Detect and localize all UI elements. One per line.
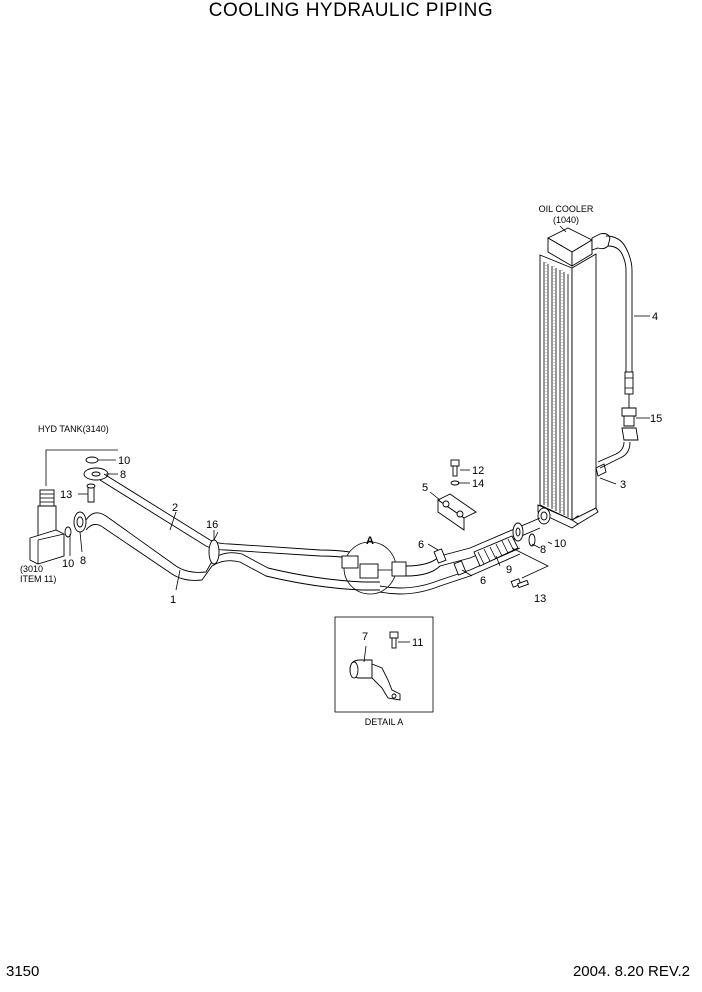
part-10c: 10 — [554, 538, 566, 550]
oil-cooler-label: OIL COOLER — [539, 204, 594, 214]
part-4: 4 — [652, 311, 658, 323]
ref-3010-line2: ITEM 11) — [20, 574, 56, 584]
part-15: 15 — [650, 413, 662, 425]
fitting-15 — [621, 394, 639, 441]
part-13a: 13 — [60, 489, 72, 501]
hose-4 — [605, 235, 634, 395]
part-8b: 8 — [80, 555, 86, 567]
hose-3 — [597, 441, 631, 469]
detail-a-region — [341, 541, 407, 595]
part-10a: 10 — [118, 455, 130, 467]
cooler-flange — [512, 522, 536, 547]
part-13b: 13 — [534, 593, 546, 605]
hoses-6 — [379, 517, 541, 595]
revision-date: 2004. 8.20 REV.2 — [572, 963, 690, 980]
labels: OIL COOLER (1040) HYD TANK(3140) (3010 I… — [20, 204, 662, 727]
hyd-tank-port — [29, 449, 118, 565]
part-7: 7 — [362, 631, 368, 643]
detail-caption: DETAIL A — [365, 717, 404, 727]
part-6b: 6 — [480, 575, 486, 587]
oil-cooler — [537, 227, 611, 529]
part-9: 9 — [506, 564, 512, 576]
part-1: 1 — [170, 594, 176, 606]
part-12: 12 — [472, 465, 484, 477]
leader-lines — [69, 225, 650, 663]
tank-flange-lower — [64, 511, 87, 538]
page-number: 3150 — [6, 963, 40, 980]
pipe-1 — [85, 512, 380, 591]
clamp-16 — [208, 531, 220, 565]
part-3: 3 — [620, 479, 626, 491]
detail-marker: A — [366, 535, 374, 547]
ref-3010-line1: (3010 — [20, 564, 43, 574]
part-11: 11 — [412, 637, 423, 649]
part-16: 16 — [206, 519, 218, 531]
bolt-13-lower — [510, 547, 549, 589]
detail-a-box — [334, 616, 434, 713]
page-title: COOLING HYDRAULIC PIPING — [208, 0, 494, 21]
spring-guard-9 — [473, 535, 519, 567]
pipe-2 — [99, 473, 351, 559]
part-8a: 8 — [120, 469, 126, 481]
part-10b: 10 — [62, 558, 74, 570]
part-5: 5 — [422, 482, 428, 494]
oil-cooler-ref: (1040) — [553, 215, 579, 225]
part-8c: 8 — [540, 544, 546, 556]
part-2: 2 — [172, 502, 178, 514]
bolt-12 — [450, 459, 460, 477]
washer-14 — [450, 480, 460, 486]
clamp-5 — [437, 493, 477, 531]
part-14: 14 — [472, 478, 484, 490]
hyd-tank-label: HYD TANK(3140) — [38, 424, 109, 434]
part-6a: 6 — [418, 539, 424, 551]
tank-flange-upper — [83, 456, 109, 503]
